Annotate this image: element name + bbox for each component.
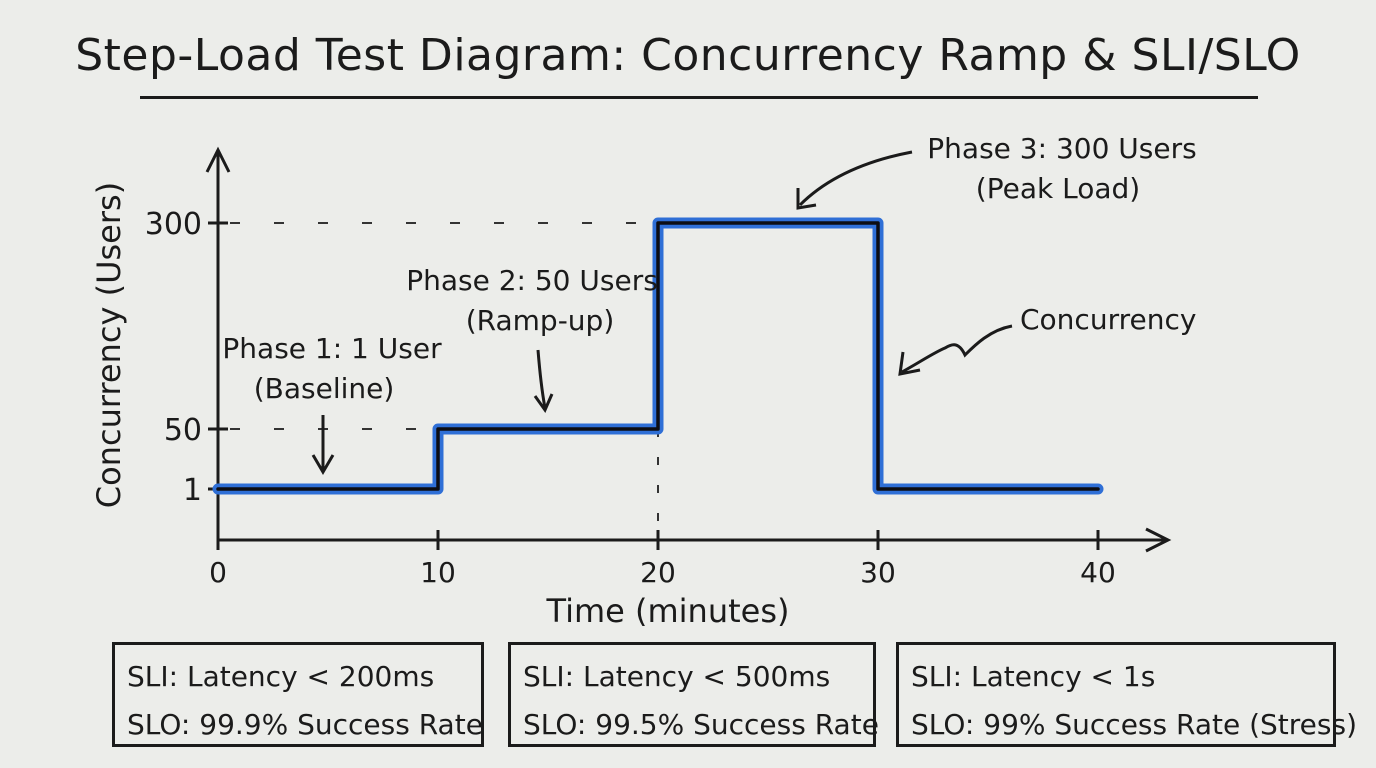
annotation-phase-3-title: Phase 3: 300 Users (927, 132, 1196, 165)
annotation-phase-1-note: (Baseline) (254, 372, 395, 405)
y-axis-arrow (205, 146, 231, 173)
sli-text: SLI: Latency < 200ms (127, 660, 435, 693)
series-layer (212, 217, 1104, 495)
slo-box-phase-1: SLI: Latency < 200ms SLO: 99.9% Success … (112, 642, 484, 747)
y-tick-label: 1 (183, 473, 202, 508)
step-load-chart: 1 50 300 0 10 20 30 40 Phase 1: 1 User (Baseline… (90, 132, 1197, 630)
annotation-concurrency-arrow (898, 324, 1013, 376)
annotation-phase-1-title: Phase 1: 1 User (222, 332, 442, 365)
annotations: Phase 1: 1 User (Baseline) Phase 2: 50 Use… (222, 132, 1197, 475)
reference-lines (230, 222, 659, 525)
y-tick-label: 300 (145, 207, 202, 242)
series-line-core (216, 221, 1100, 491)
sli-text: SLI: Latency < 500ms (523, 660, 831, 693)
sli-text: SLI: Latency < 1s (911, 660, 1156, 693)
slo-box-phase-2: SLI: Latency < 500ms SLO: 99.5% Success … (508, 642, 879, 747)
annotation-phase-2-arrow (533, 349, 554, 414)
annotation-phase-2-title: Phase 2: 50 Users (406, 264, 658, 297)
annotation-phase-3-arrow (796, 150, 913, 210)
x-tick-label: 40 (1080, 556, 1116, 589)
x-axis-label: Time (minutes) (546, 592, 790, 630)
slo-text: SLO: 99.5% Success Rate (523, 708, 879, 741)
annotation-phase-2-note: (Ramp-up) (466, 304, 615, 337)
x-tick-label: 0 (209, 556, 227, 589)
slo-text: SLO: 99% Success Rate (Stress) (911, 708, 1358, 741)
annotation-phase-3-note: (Peak Load) (976, 172, 1140, 205)
annotation-phase-1-arrow (311, 415, 335, 475)
tick-marks: 1 50 300 0 10 20 30 40 (145, 207, 1116, 589)
x-tick-label: 30 (860, 556, 896, 589)
annotation-concurrency-label: Concurrency (1020, 303, 1196, 336)
slo-box-phase-3: SLI: Latency < 1s SLO: 99% Success Rate … (896, 642, 1358, 747)
x-axis-arrow (1145, 527, 1172, 553)
x-tick-label: 20 (640, 556, 676, 589)
axes (205, 146, 1172, 553)
title-underline (140, 96, 1258, 99)
y-tick-label: 50 (164, 413, 202, 448)
x-tick-label: 10 (420, 556, 456, 589)
chart-title: Step-Load Test Diagram: Concurrency Ramp… (75, 30, 1301, 81)
slo-text: SLO: 99.9% Success Rate (127, 708, 483, 741)
y-axis-label: Concurrency (Users) (90, 182, 128, 508)
